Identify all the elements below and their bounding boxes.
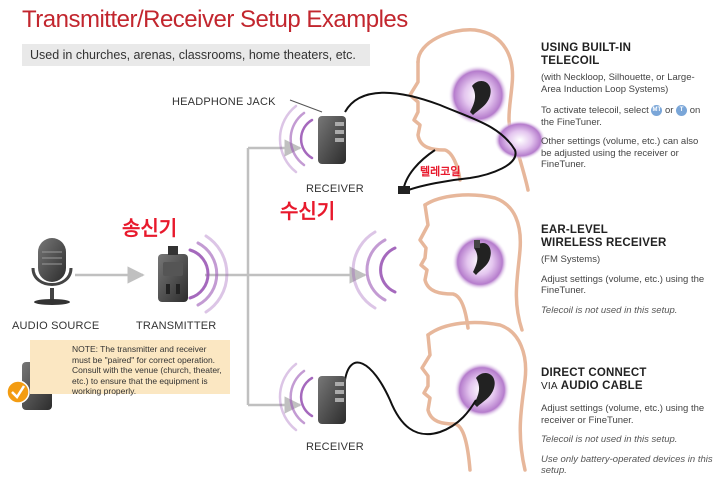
check-icon [6,380,30,404]
section-ear-level-title: EAR-LEVEL WIRELESS RECEIVER [541,224,667,249]
section-ear-level-sub: (FM Systems) [541,254,601,265]
page-subtitle: Used in churches, arenas, classrooms, ho… [22,44,370,66]
section-ear-level-text1: Adjust settings (volume, etc.) using the… [541,273,705,297]
headphone-jack-label: HEADPHONE JACK [172,96,276,108]
korean-telecoil-label: 텔레코일 [420,165,461,178]
section-direct-title-b: VIA AUDIO CABLE [541,380,713,393]
t-badge-icon: T [676,105,688,116]
transmitter-device-icon [158,246,188,302]
via-label: VIA [541,381,558,392]
section-telecoil-text1: To activate telecoil, select MT or T on … [541,105,711,128]
section-telecoil-text2: Other settings (volume, etc.) can also b… [541,136,699,171]
section-direct-title-a: DIRECT CONNECT [541,367,647,379]
hearing-aids [470,81,495,407]
receiver-top-device-icon [318,116,346,164]
section-telecoil-title: USING BUILT-IN TELECOIL [541,42,632,67]
section-telecoil: USING BUILT-IN TELECOIL (with Neckloop, … [541,42,711,171]
telecoil-instruction-start: To activate telecoil, select [541,105,649,117]
section-direct-connect: DIRECT CONNECT VIA AUDIO CABLE Adjust se… [541,367,713,477]
headphone-jack-pointer [289,99,323,113]
receiver-bottom-device-icon [318,376,346,424]
mt-badge-icon: MT [651,105,663,116]
section-ear-level: EAR-LEVEL WIRELESS RECEIVER (FM Systems)… [541,224,711,316]
section-telecoil-sub: (with Neckloop, Silhouette, or Large-Are… [541,72,695,95]
audio-source-label: AUDIO SOURCE [12,320,100,332]
telecoil-instruction-or: or [665,105,674,117]
neckloop-connector [398,186,410,194]
section-direct-text1: Adjust settings (volume, etc.) using the… [541,403,705,426]
korean-receiver-label: 수신기 [280,199,336,223]
audio-cable [344,361,477,436]
korean-transmitter-label: 송신기 [122,216,178,240]
ear-glows [448,65,546,418]
pairing-note: NOTE: The transmitter and receiver must … [30,340,230,396]
audio-cable-title: AUDIO CABLE [560,380,643,392]
receiver-bottom-label: RECEIVER [306,441,364,453]
transmitter-label: TRANSMITTER [136,320,217,332]
page-title: Transmitter/Receiver Setup Examples [22,6,408,33]
head-silhouettes [408,28,530,472]
receiver-top-label: RECEIVER [306,183,364,195]
microphone-icon [31,238,73,305]
telecoil-instruction-end: on the FineTuner. [541,105,701,128]
section-ear-level-text2: Telecoil is not used in this setup. [541,304,678,316]
radio-waves [188,104,397,432]
section-direct-text3: Use only battery-operated devices in thi… [541,453,713,477]
section-direct-text2: Telecoil is not used in this setup. [541,434,678,445]
flow-arrows [75,139,367,414]
